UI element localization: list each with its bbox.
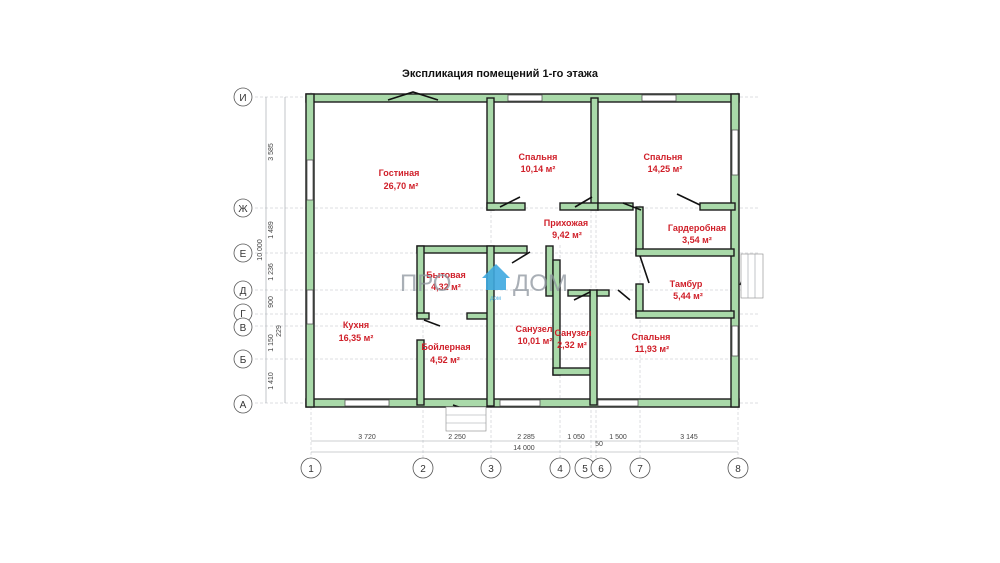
room-area-bedroom-3: 11,93 м² [635,344,669,354]
room-area-utility: 4,32 м² [431,282,461,292]
svg-text:1 236: 1 236 [268,263,275,281]
room-area-boiler: 4,52 м² [430,355,460,365]
svg-text:50: 50 [595,441,603,448]
room-area-bathroom-1: 10,01 м² [518,336,553,346]
svg-text:10 000: 10 000 [257,239,264,261]
room-area-kitchen: 16,35 м² [339,333,374,343]
svg-text:1 410: 1 410 [268,372,275,390]
windows [306,94,739,407]
axis-label: Г [240,309,246,320]
walls [305,93,740,408]
bottom-dimensions: 3 720 2 250 2 285 1 050 50 1 500 3 145 1… [311,434,738,453]
axis-label: Б [240,355,247,366]
room-name-bedroom-2: Спальня [644,152,683,162]
svg-text:2 250: 2 250 [448,434,466,441]
svg-text:2: 2 [420,464,426,475]
svg-text:5: 5 [582,464,588,475]
room-name-bathroom-2: Санузел [554,328,591,338]
svg-text:1 489: 1 489 [268,221,275,239]
logo-text-left: ПРО [400,270,451,297]
svg-text:8: 8 [735,464,741,475]
svg-text:6: 6 [598,464,604,475]
house-icon [482,264,510,278]
room-area-hall: 9,42 м² [552,230,582,240]
room-name-hall: Прихожая [544,218,588,228]
svg-text:2 285: 2 285 [517,434,535,441]
column-axis-markers: 1 2 3 4 5 6 7 8 [300,457,749,479]
room-area-wardrobe: 3,54 м² [682,235,712,245]
plan-title: Экспликация помещений 1-го этажа [402,68,599,80]
room-area-vestibule: 5,44 м² [673,291,703,301]
room-name-wardrobe: Гардеробная [668,223,726,233]
room-labels: Гостиная 26,70 м² Спальня 10,14 м² Спаль… [339,152,726,365]
svg-text:3: 3 [488,464,494,475]
svg-text:1 500: 1 500 [609,434,627,441]
room-area-bedroom-2: 14,25 м² [648,164,683,174]
house-icon-body [486,278,506,290]
room-name-vestibule: Тамбур [670,279,703,289]
logo-subtext: дом [490,296,501,302]
room-name-bathroom-1: Санузел [515,324,552,334]
svg-text:1: 1 [308,464,314,475]
row-axis-markers: И Ж Е Д Г В Б А [233,87,253,414]
entrance-steps [445,253,764,432]
room-area-living: 26,70 м² [384,181,419,191]
svg-text:7: 7 [637,464,643,475]
svg-text:1 150: 1 150 [268,334,275,352]
room-area-bedroom-1: 10,14 м² [521,164,556,174]
svg-text:3 585: 3 585 [268,143,275,161]
svg-text:3 145: 3 145 [680,434,698,441]
room-name-utility: Бытовая [426,270,466,280]
axis-label: И [239,93,246,104]
svg-text:4: 4 [557,464,563,475]
room-name-kitchen: Кухня [343,320,369,330]
axis-label: Д [240,286,247,297]
room-name-bedroom-1: Спальня [519,152,558,162]
watermark-logo: ПРО ДОМ дом [400,264,568,302]
room-area-bathroom-2: 2,32 м² [557,340,587,350]
svg-text:229: 229 [276,325,283,337]
left-dimensions: 3 585 1 489 10 000 1 236 900 229 1 150 1… [257,97,286,403]
room-name-bedroom-3: Спальня [632,332,671,342]
axis-label: А [240,400,247,411]
room-name-boiler: Бойлерная [421,342,470,352]
axis-label: Е [240,249,247,260]
svg-text:3 720: 3 720 [358,434,376,441]
room-name-living: Гостиная [379,168,420,178]
svg-text:1 050: 1 050 [567,434,585,441]
svg-text:14 000: 14 000 [513,445,535,452]
svg-text:900: 900 [268,296,275,308]
axis-label: Ж [238,204,248,215]
axis-label: В [240,323,247,334]
logo-text-right: ДОМ [513,270,568,297]
